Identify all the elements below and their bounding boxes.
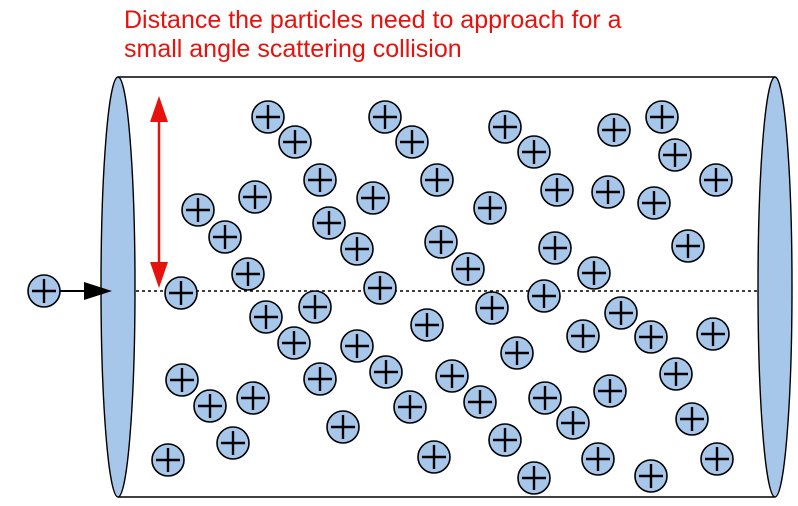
particle bbox=[303, 163, 337, 197]
particle bbox=[451, 252, 485, 286]
particle bbox=[528, 381, 562, 415]
particle bbox=[604, 296, 638, 330]
particle bbox=[696, 317, 730, 351]
particle bbox=[303, 362, 337, 396]
particle bbox=[591, 175, 625, 209]
incoming-particle bbox=[27, 274, 61, 308]
particle bbox=[699, 163, 733, 197]
particle bbox=[340, 329, 374, 363]
approach-arrow-top-head bbox=[150, 96, 168, 122]
particle bbox=[475, 291, 509, 325]
particle bbox=[393, 390, 427, 424]
approach-arrow-bottom-head bbox=[150, 262, 168, 288]
particle bbox=[151, 443, 185, 477]
particle bbox=[369, 355, 403, 389]
particle bbox=[208, 220, 242, 254]
particle bbox=[193, 389, 227, 423]
particle bbox=[340, 232, 374, 266]
particle bbox=[216, 426, 250, 460]
particle bbox=[326, 410, 360, 444]
particle bbox=[527, 279, 561, 313]
particle bbox=[597, 113, 631, 147]
particle bbox=[473, 191, 507, 225]
particle bbox=[165, 363, 199, 397]
particle bbox=[277, 326, 311, 360]
particle bbox=[164, 276, 198, 310]
particle bbox=[645, 100, 679, 134]
caption-line-2: small angle scattering collision bbox=[124, 35, 462, 63]
particle bbox=[577, 256, 611, 290]
particle bbox=[181, 193, 215, 227]
particle bbox=[540, 173, 574, 207]
particle bbox=[556, 406, 590, 440]
particle bbox=[517, 135, 551, 169]
caption-text: Distance the particles need to approach … bbox=[124, 6, 784, 64]
particle bbox=[658, 138, 692, 172]
particle bbox=[700, 442, 734, 476]
particle bbox=[488, 110, 522, 144]
particle bbox=[231, 257, 265, 291]
particle bbox=[236, 381, 270, 415]
particle bbox=[249, 300, 283, 334]
particle bbox=[363, 271, 397, 305]
particle bbox=[637, 186, 671, 220]
particle bbox=[581, 442, 615, 476]
particle bbox=[417, 440, 451, 474]
caption-line-1: Distance the particles need to approach … bbox=[124, 6, 622, 34]
particle bbox=[500, 336, 534, 370]
particle bbox=[368, 100, 402, 134]
particle bbox=[538, 231, 572, 265]
particle bbox=[675, 402, 709, 436]
particle bbox=[356, 181, 390, 215]
particle bbox=[420, 163, 454, 197]
particle bbox=[410, 308, 444, 342]
particle-field bbox=[27, 100, 734, 495]
particle bbox=[659, 357, 693, 391]
particle bbox=[463, 385, 497, 419]
particle bbox=[593, 374, 627, 408]
particle bbox=[395, 125, 429, 159]
particle bbox=[435, 359, 469, 393]
particle bbox=[251, 100, 285, 134]
particle bbox=[488, 423, 522, 457]
cylinder-right-end bbox=[757, 76, 793, 498]
particle bbox=[634, 320, 668, 354]
cylinder-left-end bbox=[100, 76, 136, 498]
particle bbox=[312, 206, 346, 240]
particle bbox=[517, 461, 551, 495]
particle bbox=[634, 459, 668, 493]
particle bbox=[238, 180, 272, 214]
particle bbox=[298, 290, 332, 324]
particle bbox=[671, 229, 705, 263]
particle bbox=[278, 125, 312, 159]
particle bbox=[566, 319, 600, 353]
incoming-arrow-head bbox=[84, 282, 112, 300]
particle bbox=[424, 225, 458, 259]
